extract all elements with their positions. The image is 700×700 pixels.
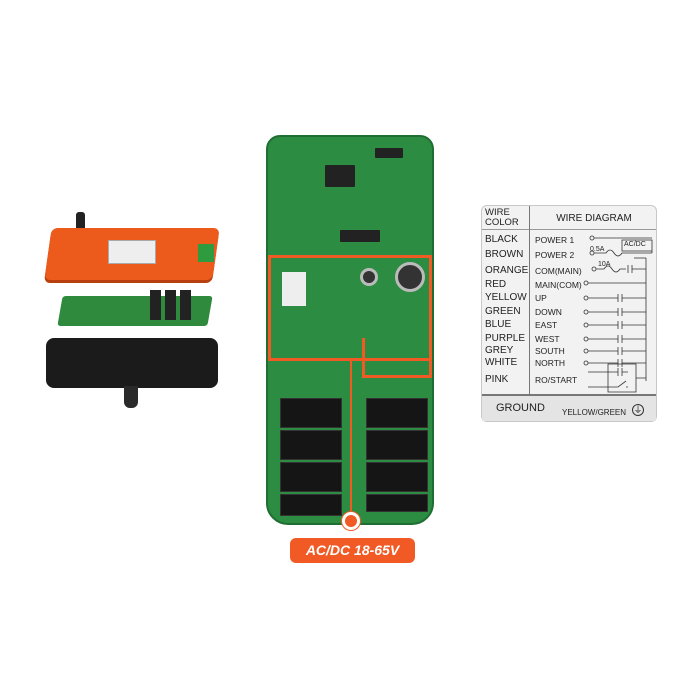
power-section-highlight xyxy=(268,255,432,361)
wire-color: YELLOW xyxy=(485,292,527,303)
wire-row: GREY SOUTH xyxy=(482,345,658,357)
relay xyxy=(280,494,342,516)
wire-function: RO/START xyxy=(535,375,578,385)
relay-contact xyxy=(583,308,646,316)
cable-gland xyxy=(124,386,138,408)
wire-row: BLACK POWER 1 xyxy=(482,234,658,246)
wire-function: MAIN(COM) xyxy=(535,280,582,290)
connector xyxy=(282,272,306,306)
relay xyxy=(366,430,428,460)
callout-line xyxy=(350,360,352,520)
wire-color: GREEN xyxy=(485,306,521,317)
ac-dc-supply-label: AC/DC xyxy=(624,241,646,248)
wire-function: WEST xyxy=(535,334,560,344)
column-divider xyxy=(529,206,530,394)
wire-row: PINK RO/START xyxy=(482,374,658,386)
wire-row: YELLOW UP xyxy=(482,292,658,304)
wire-color: BLACK xyxy=(485,234,518,245)
relay-contact xyxy=(583,359,646,367)
wiring-schematic xyxy=(583,235,653,393)
wire-color: BROWN xyxy=(485,249,524,260)
ground-wire-color: YELLOW/GREEN xyxy=(562,408,627,417)
capacitor xyxy=(360,268,378,286)
relay-contact xyxy=(583,294,646,302)
black-enclosure xyxy=(46,338,218,388)
wire-row: PURPLE WEST xyxy=(482,333,658,345)
relay xyxy=(280,462,342,492)
relay-contact xyxy=(583,347,646,355)
ground-row: GROUND YELLOW/GREEN ⏚ xyxy=(482,394,656,421)
header-wire-diagram: WIRE DIAGRAM xyxy=(556,213,632,224)
wire-color: PURPLE xyxy=(485,333,526,344)
wire-function: NORTH xyxy=(535,358,566,368)
fuse-label-0-5a: 0.5A xyxy=(590,246,605,253)
header-wire-color: WIRE COLOR xyxy=(485,207,519,228)
relay-contact xyxy=(583,321,646,329)
wire-row: BLUE EAST xyxy=(482,319,658,331)
relay xyxy=(280,430,342,460)
relay xyxy=(165,290,176,320)
wire-color: WHITE xyxy=(485,357,518,368)
wire-row: BROWN POWER 2 xyxy=(482,249,658,261)
wire-function: COM(MAIN) xyxy=(535,266,582,276)
relay xyxy=(180,290,191,320)
wire-function: SOUTH xyxy=(535,346,565,356)
wire-function: POWER 2 xyxy=(535,250,575,260)
wire-function: EAST xyxy=(535,320,558,330)
fuse-label-10a: 10A xyxy=(598,261,611,268)
wire-function: DOWN xyxy=(535,307,562,317)
wire-diagram-card: WIRE COLOR WIRE DIAGRAM 0.5A 10A AC/DC B… xyxy=(481,205,657,422)
relay xyxy=(366,462,428,492)
chip xyxy=(325,165,355,187)
wire-color: GREY xyxy=(485,345,514,356)
chip xyxy=(340,230,380,242)
wire-diagram-header: WIRE COLOR WIRE DIAGRAM xyxy=(482,206,656,230)
product-label xyxy=(108,240,156,264)
wire-color: BLUE xyxy=(485,319,512,330)
start-contact xyxy=(588,363,646,393)
wire-row: WHITE NORTH xyxy=(482,357,658,369)
ground-label: GROUND xyxy=(496,402,545,414)
wire-color: PINK xyxy=(485,374,509,385)
wire-row: RED MAIN(COM) xyxy=(482,279,658,291)
ground-icon: ⏚ xyxy=(632,404,644,416)
wire-color: RED xyxy=(485,279,507,290)
terminal-block xyxy=(198,244,214,262)
chip xyxy=(375,148,403,158)
relay xyxy=(366,398,428,428)
wire-color: ORANGE xyxy=(485,265,529,276)
power-section-highlight-tab xyxy=(362,338,432,378)
wire-function: UP xyxy=(535,293,547,303)
relay xyxy=(280,398,342,428)
wire-row: GREEN DOWN xyxy=(482,306,658,318)
wire-row: ORANGE COM(MAIN) xyxy=(482,265,658,277)
relay xyxy=(150,290,161,320)
relay-contact xyxy=(583,335,646,343)
wire-function: POWER 1 xyxy=(535,235,575,245)
voltage-badge: AC/DC 18-65V xyxy=(290,538,415,563)
relay xyxy=(366,494,428,512)
callout-dot xyxy=(342,512,360,530)
capacitor xyxy=(395,262,425,292)
